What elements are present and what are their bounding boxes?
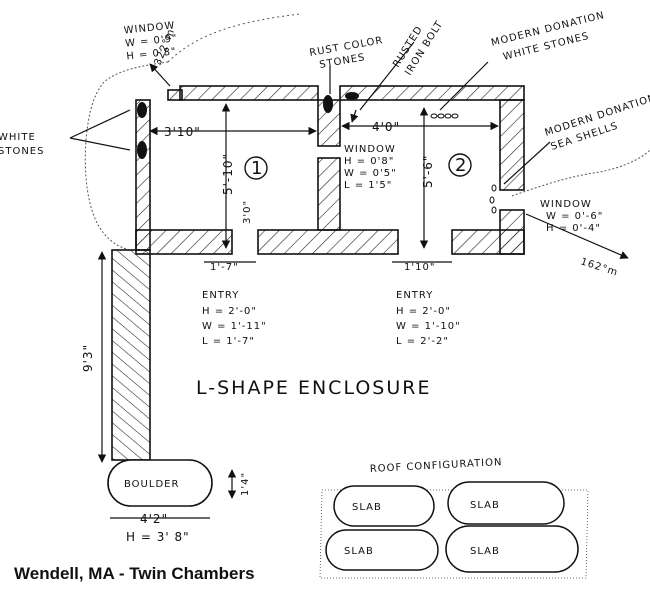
- roof-configuration: SLAB SLAB SLAB SLAB ROOF CONFIGURATION: [319, 457, 589, 579]
- earth-mound-top: [167, 13, 301, 63]
- rust-color-stone: [323, 95, 333, 113]
- figure-caption: Wendell, MA - Twin Chambers: [14, 564, 255, 583]
- window-right-w: W = 0'-6": [546, 211, 603, 222]
- entry1-title: ENTRY: [202, 290, 239, 301]
- entry2-label: ENTRY H = 2'-0" W = 1'-10" L = 2'-2": [396, 290, 461, 347]
- dim-chamber2-length: 5'-6": [421, 155, 435, 188]
- dim-chamber1-width: 3'10": [164, 125, 201, 139]
- window-top-left-h: H = 0'8": [126, 46, 177, 62]
- earth-mound-outline: [84, 61, 169, 251]
- entry2-width: 1'10": [404, 262, 435, 273]
- white-stones-label-1: WHITE: [0, 132, 36, 143]
- window-top-left-label: WINDOW W = 0'9" H = 0'8": [123, 20, 179, 62]
- dimension-lines: [69, 41, 629, 519]
- white-stones-donation: [430, 113, 459, 119]
- entry2-h: H = 2'-0": [396, 306, 451, 317]
- dim-chamber2-width: 4'0": [372, 120, 400, 134]
- boulder-depth: 1'4": [240, 472, 251, 496]
- sea-shells-donation: [489, 184, 497, 214]
- chamber-2-number: 2: [455, 155, 466, 176]
- dim-chamber1-length: 5'-10": [221, 153, 235, 195]
- window-middle-label: WINDOW H = 0'8" W = 0'5" L = 1'5": [344, 144, 397, 191]
- boulder-label: BOULDER: [124, 479, 179, 490]
- white-stone-1: [137, 102, 147, 118]
- earth-mound-right: [511, 149, 650, 197]
- roof-slab-2: SLAB: [470, 500, 500, 511]
- chamber-2-marker: 2: [448, 153, 472, 177]
- boulder-height: H = 3' 8": [126, 530, 190, 544]
- entry1-width: 1'-7": [210, 262, 239, 273]
- window-right-title: WINDOW: [540, 199, 592, 210]
- window-right-label: WINDOW W = 0'-6" H = 0'-4": [540, 199, 603, 234]
- entry2-l: L = 2'-2": [396, 336, 449, 347]
- window-middle-w: W = 0'5": [344, 168, 397, 179]
- entry1-label: ENTRY H = 2'-0" W = 1'-11" L = 1'-7": [202, 290, 267, 347]
- roof-title: ROOF CONFIGURATION: [370, 457, 503, 475]
- white-stones-label-2: STONES: [0, 146, 44, 157]
- chamber-1-marker: 1: [244, 156, 268, 180]
- window-top-left-title: WINDOW: [123, 20, 176, 36]
- entry2-w: W = 1'-10": [396, 321, 461, 332]
- entry1-h: H = 2'-0": [202, 306, 257, 317]
- window-top-left-w: W = 0'9": [125, 33, 179, 49]
- boulder: [107, 459, 213, 507]
- roof-slab-3: SLAB: [344, 546, 374, 557]
- entry2-title: ENTRY: [396, 290, 433, 301]
- wall-thickness-left: 3'0": [242, 200, 253, 224]
- roof-slab-1: SLAB: [352, 502, 382, 513]
- iron-bolt: [345, 92, 359, 100]
- bearing-right: 162°m: [579, 256, 619, 278]
- window-middle-h: H = 0'8": [344, 156, 394, 167]
- window-middle-title: WINDOW: [344, 144, 396, 155]
- enclosure-walls: [111, 85, 525, 461]
- roof-slab-4: SLAB: [470, 546, 500, 557]
- window-middle-l: L = 1'5": [344, 180, 392, 191]
- chamber-1-number: 1: [251, 158, 262, 179]
- entry1-l: L = 1'-7": [202, 336, 255, 347]
- wall-length: 9'3": [81, 344, 95, 372]
- enclosure-label: L-SHAPE ENCLOSURE: [196, 377, 431, 399]
- white-stone-2: [137, 141, 147, 159]
- window-right-h: H = 0'-4": [546, 223, 601, 234]
- entry1-w: W = 1'-11": [202, 321, 267, 332]
- boulder-width: 4'2": [140, 512, 168, 526]
